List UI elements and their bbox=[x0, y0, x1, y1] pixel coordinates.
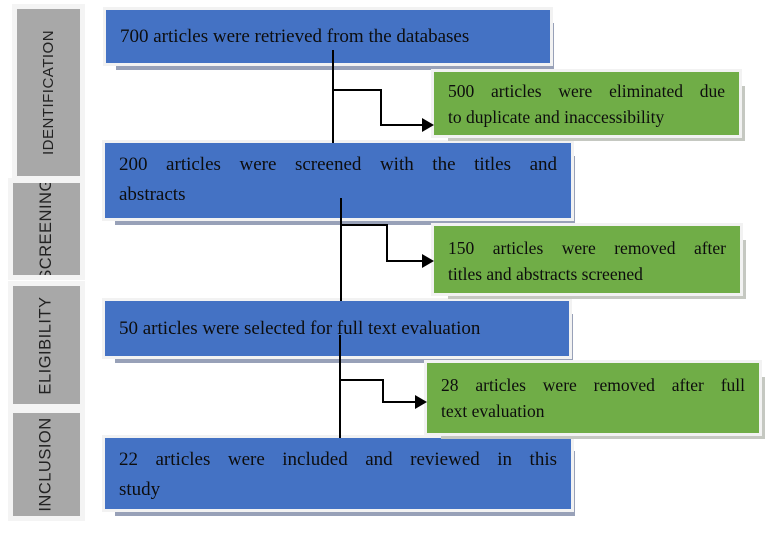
stage-screening-label: SCREENING bbox=[37, 183, 56, 275]
flow-box-retrieved: 700 articles were retrieved from the dat… bbox=[106, 10, 550, 63]
connector-2-vertical-line bbox=[340, 198, 342, 301]
connector-2-branch-vertical-line bbox=[386, 224, 388, 262]
flow-box-screened-text-line1: 200 articles were screened with the titl… bbox=[119, 154, 557, 175]
connector-1-branch-vertical-line bbox=[380, 89, 382, 126]
exclusion-box-removed-fulltext: 28 articles were removed after full text… bbox=[427, 363, 759, 433]
connector-3-branch-vertical-line bbox=[382, 379, 384, 403]
exclusion-box-removed-titles: 150 articles were removed after titles a… bbox=[434, 226, 740, 293]
connector-1-arrow-line bbox=[380, 124, 422, 126]
stage-screening: SCREENING bbox=[13, 183, 80, 275]
flow-box-fulltext-text: 50 articles were selected for full text … bbox=[119, 318, 481, 339]
stage-identification: IDENTIFICATION bbox=[17, 9, 80, 176]
arrowhead-icon bbox=[422, 254, 434, 268]
arrowhead-icon bbox=[415, 395, 427, 409]
flow-box-included-text-line1: 22 articles were included and reviewed i… bbox=[119, 449, 557, 470]
connector-3-arrow-line bbox=[382, 401, 415, 403]
flow-box-screened-text-line2: abstracts bbox=[119, 184, 186, 205]
exclusion-box-removed-fulltext-line1: 28 articles were removed after full bbox=[441, 375, 745, 395]
exclusion-box-removed-titles-line1: 150 articles were removed after bbox=[448, 238, 726, 258]
stage-eligibility-label: ELIGIBILITY bbox=[37, 295, 55, 395]
stage-eligibility: ELIGIBILITY bbox=[13, 286, 80, 404]
flow-box-screened: 200 articles were screened with the titl… bbox=[105, 143, 571, 218]
connector-3-vertical-line bbox=[339, 335, 341, 438]
exclusion-box-removed-titles-line2: titles and abstracts screened bbox=[448, 264, 643, 284]
exclusion-box-removed-fulltext-line2: text evaluation bbox=[441, 401, 545, 421]
connector-3-branch-horizontal-line bbox=[339, 379, 384, 381]
flow-box-retrieved-text: 700 articles were retrieved from the dat… bbox=[120, 26, 470, 47]
exclusion-box-eliminated: 500 articles were eliminated due to dupl… bbox=[434, 72, 739, 135]
connector-1-vertical-line bbox=[332, 50, 334, 143]
stage-identification-label: IDENTIFICATION bbox=[40, 29, 57, 156]
stage-inclusion-label: INCLUSION bbox=[37, 417, 56, 512]
connector-1-branch-horizontal-line bbox=[332, 89, 382, 91]
flow-box-included: 22 articles were included and reviewed i… bbox=[105, 438, 571, 509]
exclusion-box-eliminated-line2: to duplicate and inaccessibility bbox=[448, 107, 665, 127]
connector-2-branch-horizontal-line bbox=[340, 224, 388, 226]
arrowhead-icon bbox=[422, 118, 434, 132]
flow-box-included-text-line2: study bbox=[119, 479, 161, 500]
stage-inclusion: INCLUSION bbox=[13, 413, 80, 516]
connector-2-arrow-line bbox=[386, 260, 422, 262]
flow-box-fulltext: 50 articles were selected for full text … bbox=[105, 301, 569, 356]
exclusion-box-eliminated-line1: 500 articles were eliminated due bbox=[448, 81, 725, 101]
